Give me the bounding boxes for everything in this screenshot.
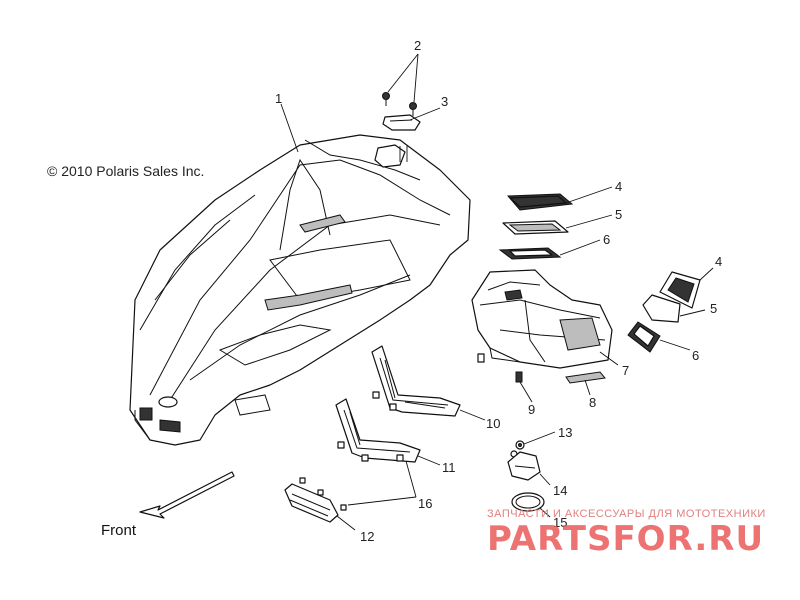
callout-5-right: 5	[710, 301, 717, 316]
copyright-text: © 2010 Polaris Sales Inc.	[47, 163, 204, 179]
vent-seal-right	[627, 321, 661, 353]
clamp-part	[507, 451, 541, 481]
front-label: Front	[101, 522, 137, 539]
watermark-tagline: ЗАПЧАСТИ И АКСЕССУАРЫ ДЛЯ МОТОТЕХНИКИ	[487, 508, 766, 520]
callout-11: 11	[442, 460, 456, 475]
callout-12: 12	[360, 529, 374, 544]
callout-4-upper: 4	[615, 179, 622, 194]
leader-lines	[280, 53, 714, 531]
callout-4-right: 4	[715, 254, 722, 269]
vent-frame-right	[642, 294, 681, 323]
front-arrow	[139, 471, 235, 519]
callout-6-upper: 6	[603, 232, 610, 247]
callout-6-right: 6	[692, 348, 699, 363]
pin-part	[477, 353, 523, 383]
watermark: ЗАПЧАСТИ И АКСЕССУАРЫ ДЛЯ МОТОТЕХНИКИ PA…	[487, 508, 766, 559]
callout-5-upper: 5	[615, 207, 622, 222]
callout-14: 14	[553, 483, 567, 498]
mesh-vent-11	[335, 398, 421, 463]
watermark-logo: PARTSFOR.RU	[487, 519, 764, 559]
callout-13: 13	[558, 425, 572, 440]
ring-part	[511, 492, 545, 512]
strip-part	[565, 371, 606, 384]
callout-3: 3	[441, 94, 448, 109]
vent-seal-upper	[498, 247, 562, 260]
callout-10: 10	[486, 416, 500, 431]
callout-8: 8	[589, 395, 596, 410]
callout-2: 2	[414, 38, 421, 53]
callout-16: 16	[418, 496, 432, 511]
hood-part	[129, 134, 471, 446]
console-part	[471, 269, 613, 369]
callout-1: 1	[275, 91, 282, 106]
callout-7: 7	[622, 363, 629, 378]
callout-15: 15	[553, 515, 567, 530]
screws-part	[382, 92, 417, 116]
vent-grille-upper	[506, 193, 574, 211]
bracket-part	[382, 114, 421, 131]
vent-frame-upper	[502, 220, 569, 235]
callout-numbers: 1 2 3 4 5 6 4 5 6 7 8 9 10 11 12 13 14 1…	[275, 38, 722, 544]
callout-9: 9	[528, 402, 535, 417]
mesh-grille-12	[284, 477, 347, 523]
mesh-vent-10	[371, 345, 461, 417]
vent-grille-right	[659, 271, 701, 309]
